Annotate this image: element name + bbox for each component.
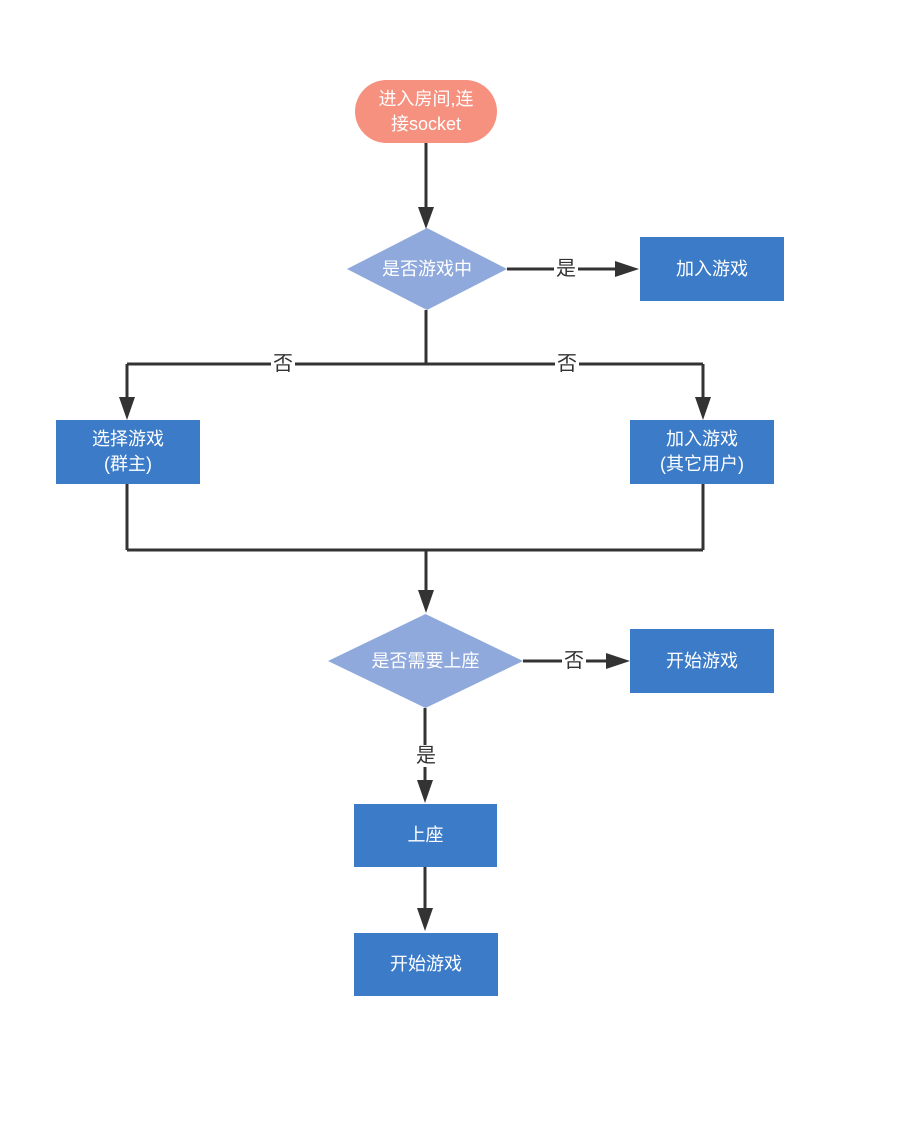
edge-label-need-seat-yes: 是 bbox=[414, 745, 438, 767]
node-start-terminator[interactable]: 进入房间,连 接socket bbox=[355, 80, 497, 143]
edge-label-in-game-no-left: 否 bbox=[271, 353, 295, 375]
edge-label-in-game-yes: 是 bbox=[554, 258, 578, 280]
node-start-label: 进入房间,连 接socket bbox=[378, 88, 474, 134]
arrowhead-into-decision2 bbox=[418, 590, 434, 613]
arrowhead-into-start-game-final bbox=[417, 908, 433, 931]
arrowhead-into-select-game bbox=[119, 397, 135, 420]
node-take-seat[interactable]: 上座 bbox=[354, 804, 497, 867]
arrowhead-into-join-game-others bbox=[695, 397, 711, 420]
node-start-game-no-seat[interactable]: 开始游戏 bbox=[630, 629, 774, 693]
node-join-game[interactable]: 加入游戏 bbox=[640, 237, 784, 301]
node-start-game-final[interactable]: 开始游戏 bbox=[354, 933, 498, 996]
arrowhead-into-decision1 bbox=[418, 207, 434, 229]
node-select-game-owner[interactable]: 选择游戏 (群主) bbox=[56, 420, 200, 484]
node-in-game-decision-label: 是否游戏中 bbox=[382, 258, 472, 279]
edge-label-need-seat-no: 否 bbox=[562, 650, 586, 672]
arrowhead-into-join-game bbox=[615, 261, 639, 277]
node-start-game-no-seat-label: 开始游戏 bbox=[666, 650, 738, 671]
node-join-game-others-label: 加入游戏 (其它用户) bbox=[660, 429, 744, 474]
node-join-game-label: 加入游戏 bbox=[676, 258, 748, 279]
node-take-seat-label: 上座 bbox=[407, 825, 444, 845]
arrowhead-into-start-game-no-seat bbox=[606, 653, 630, 669]
node-select-game-owner-label: 选择游戏 (群主) bbox=[92, 429, 164, 474]
node-need-seat-decision-label: 是否需要上座 bbox=[371, 650, 480, 671]
node-join-game-others[interactable]: 加入游戏 (其它用户) bbox=[630, 420, 774, 484]
edge-label-in-game-no-right: 否 bbox=[555, 353, 579, 375]
arrowhead-into-take-seat bbox=[417, 780, 433, 803]
node-start-game-final-label: 开始游戏 bbox=[390, 954, 462, 974]
